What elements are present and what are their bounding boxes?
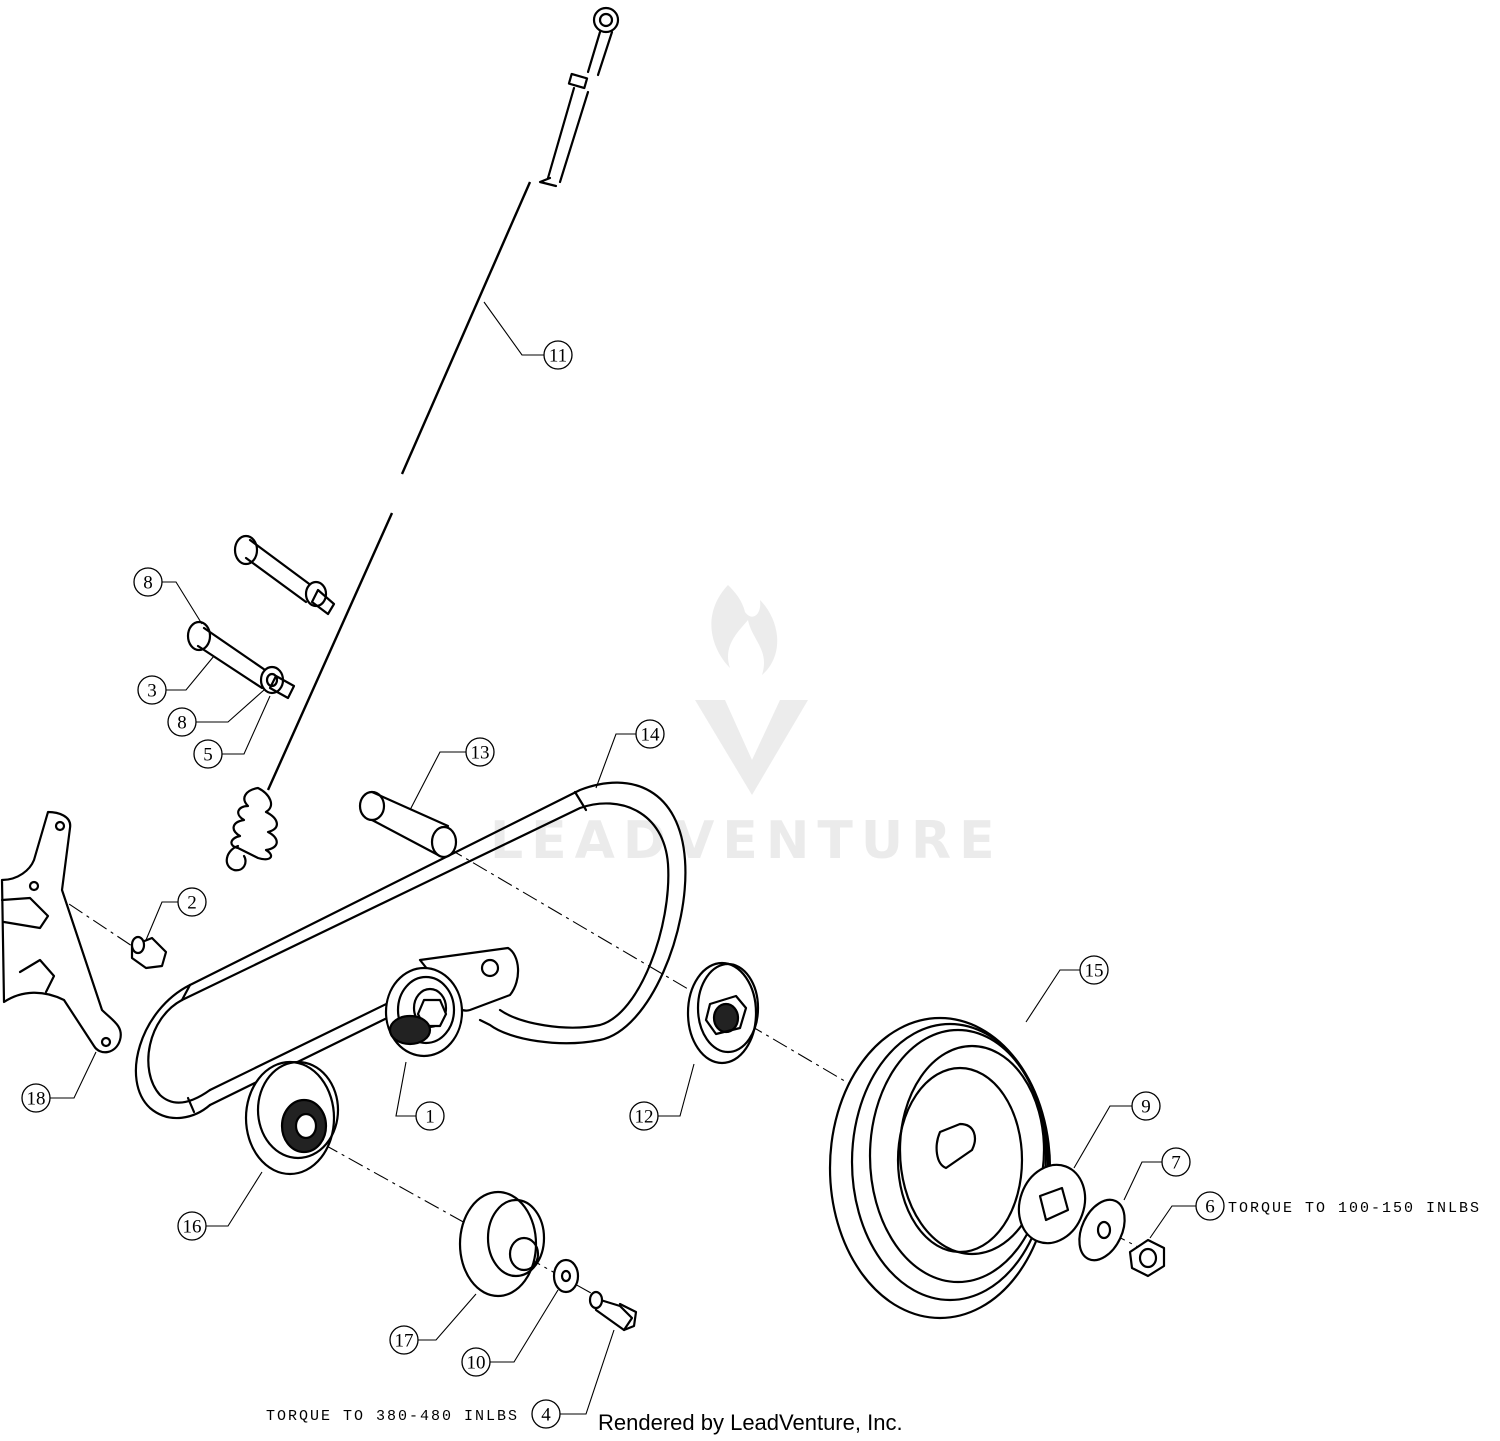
shoulder-bolts (186, 534, 336, 700)
svg-text:17: 17 (395, 1331, 414, 1352)
svg-text:16: 16 (183, 1217, 202, 1238)
leadventure-watermark: LEADVENTURE (490, 585, 1003, 871)
render-credit: Rendered by LeadVenture, Inc. (598, 1410, 903, 1435)
svg-text:13: 13 (471, 743, 490, 764)
torque-note-nut: TORQUE TO 100-150 INLBS (1228, 1200, 1481, 1217)
svg-text:6: 6 (1205, 1197, 1215, 1218)
balloon-8-top[interactable]: 8 (133, 567, 163, 597)
balloon-13[interactable]: 13 (465, 737, 495, 767)
svg-text:5: 5 (203, 745, 213, 766)
torque-note-bolt: TORQUE TO 380-480 INLBS (266, 1408, 519, 1425)
svg-text:14: 14 (641, 725, 661, 746)
balloon-17[interactable]: 17 (389, 1325, 419, 1355)
balloon-5[interactable]: 5 (193, 739, 223, 769)
svg-text:1: 1 (425, 1107, 435, 1128)
balloon-12[interactable]: 12 (629, 1101, 659, 1131)
balloon-11[interactable]: 11 (543, 340, 573, 370)
pulley-12-part (686, 961, 760, 1065)
svg-text:7: 7 (1171, 1153, 1181, 1174)
balloon-18[interactable]: 18 (21, 1083, 51, 1113)
svg-text:18: 18 (27, 1089, 46, 1110)
balloon-2[interactable]: 2 (177, 887, 207, 917)
idler-arm-part (384, 946, 520, 1058)
balloon-9[interactable]: 9 (1131, 1091, 1161, 1121)
balloon-3[interactable]: 3 (137, 675, 167, 705)
svg-text:12: 12 (635, 1107, 654, 1128)
balloon-10[interactable]: 10 (461, 1347, 491, 1377)
small-bolt-part (130, 935, 168, 970)
balloon-1[interactable]: 1 (415, 1101, 445, 1131)
svg-text:8: 8 (143, 573, 153, 594)
svg-text:15: 15 (1085, 961, 1104, 982)
mounting-bracket-part (0, 810, 122, 1054)
main-pulley-15-part (828, 1016, 1052, 1320)
svg-text:8: 8 (177, 713, 187, 734)
balloon-15[interactable]: 15 (1079, 955, 1109, 985)
balloon-16[interactable]: 16 (177, 1211, 207, 1241)
balloon-8-bottom[interactable]: 8 (167, 707, 197, 737)
svg-text:11: 11 (549, 346, 567, 367)
svg-text:4: 4 (541, 1405, 551, 1426)
washers-nut-9-7-6 (1017, 1163, 1166, 1278)
pulley-17-washer-bolt (458, 1190, 638, 1332)
balloon-6[interactable]: 6 (1195, 1191, 1225, 1221)
spacer-tube-part (358, 790, 458, 859)
balloon-14[interactable]: 14 (635, 719, 665, 749)
svg-text:10: 10 (467, 1353, 486, 1374)
svg-text:9: 9 (1141, 1097, 1151, 1118)
balloon-4[interactable]: 4 (531, 1399, 561, 1429)
part-balloons: 1 2 3 4 5 6 7 8 8 9 10 11 12 13 14 15 16… (21, 340, 1225, 1429)
svg-text:3: 3 (147, 681, 157, 702)
watermark-text: LEADVENTURE (490, 811, 1003, 871)
svg-text:2: 2 (187, 893, 197, 914)
balloon-7[interactable]: 7 (1161, 1147, 1191, 1177)
cable-part (225, 6, 620, 872)
pulley-16-part (244, 1060, 340, 1176)
